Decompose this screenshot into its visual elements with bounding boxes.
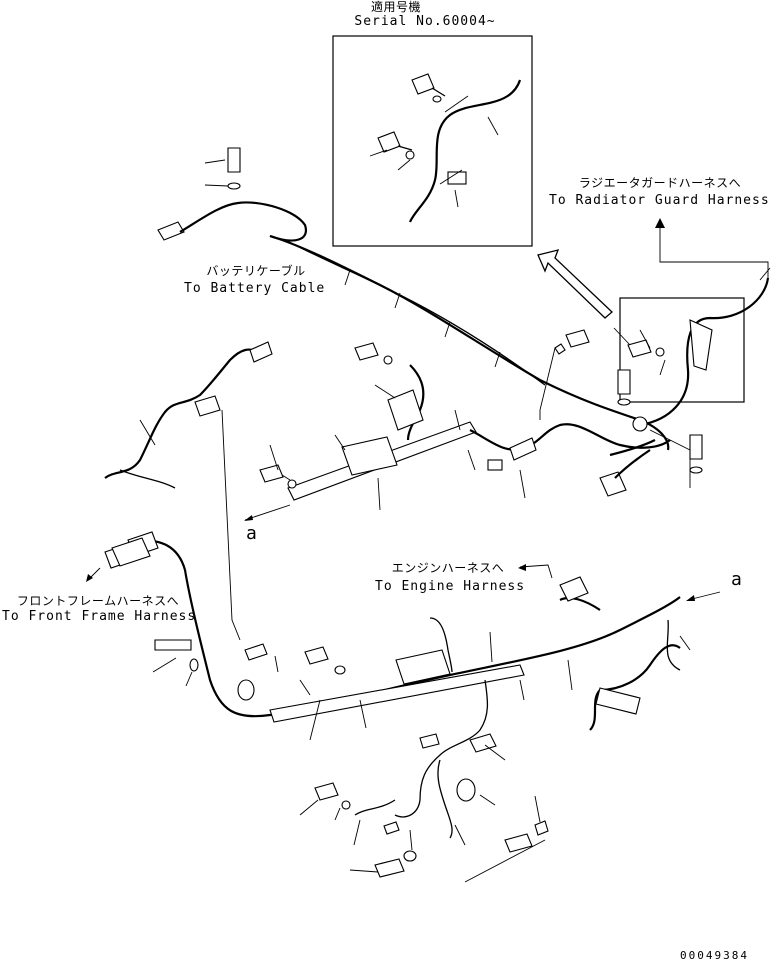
radiator-inset-box — [619, 297, 745, 403]
washer-icon — [689, 466, 703, 474]
battery-label-jp: バッテリケーブル — [206, 264, 306, 278]
bolt-icon — [154, 639, 192, 651]
bolt-icon — [627, 339, 652, 358]
battery-label-en: To Battery Cable — [184, 281, 326, 296]
connector-icon — [249, 341, 273, 363]
bolt-icon — [314, 782, 339, 801]
connector-icon — [157, 221, 185, 241]
radiator-label-jp: ラジエータガードハーネスへ — [578, 176, 742, 190]
bolt-icon — [617, 369, 631, 395]
bottom-subassembly — [299, 679, 549, 883]
connector-icon — [244, 643, 268, 661]
clamp-icon — [419, 733, 440, 749]
inset-harness — [369, 73, 522, 223]
bolt-icon — [354, 342, 379, 361]
radiator-harness — [613, 218, 770, 427]
clamp-icon — [689, 319, 713, 371]
bottom-harness — [86, 531, 721, 741]
washer-icon — [287, 479, 297, 489]
washer-icon — [189, 658, 199, 672]
bolt-icon — [377, 131, 401, 153]
document-id: 00049384 — [680, 949, 749, 962]
washer-icon — [405, 150, 415, 160]
engine-label-jp: エンジンハーネスへ — [391, 561, 505, 575]
washer-icon — [403, 850, 417, 862]
bolt-icon — [411, 73, 435, 95]
ref-a-right: a — [731, 569, 743, 590]
clamp-icon — [447, 171, 467, 185]
arrow-icon — [537, 249, 613, 319]
bolt-icon — [374, 858, 405, 878]
bolt-icon — [565, 329, 590, 348]
clamp-icon — [509, 437, 537, 461]
washer-icon — [334, 665, 346, 675]
connector-icon — [559, 576, 589, 602]
engine-label-en: To Engine Harness — [375, 579, 526, 594]
bolt-icon — [227, 147, 241, 173]
washer-icon — [655, 347, 665, 357]
left-harness — [104, 341, 273, 641]
front-label-jp: フロントフレームハーネスへ — [16, 594, 180, 608]
washer-icon — [617, 398, 631, 406]
serial-inset-box — [332, 35, 533, 247]
washer-icon — [432, 95, 442, 103]
clamp-icon — [487, 459, 503, 471]
washer-icon — [341, 800, 351, 810]
inset-serial: Serial No.60004~ — [354, 14, 496, 29]
connector-icon — [383, 821, 400, 835]
clamp-icon — [469, 733, 497, 753]
radiator-label-en: To Radiator Guard Harness — [549, 193, 770, 208]
front-label-en: To Front Frame Harness — [2, 609, 197, 624]
connector-icon — [599, 471, 627, 497]
bolt-icon — [259, 464, 284, 483]
bolt-icon — [304, 646, 329, 665]
middle-frame — [244, 329, 703, 521]
washer-icon — [227, 182, 241, 190]
washer-icon — [383, 355, 393, 365]
ref-a-middle: a — [246, 523, 258, 544]
bolt-icon — [504, 833, 533, 853]
bolt-icon — [689, 434, 703, 460]
connector-icon — [194, 395, 221, 417]
inset-title: 適用号機 — [370, 0, 421, 14]
